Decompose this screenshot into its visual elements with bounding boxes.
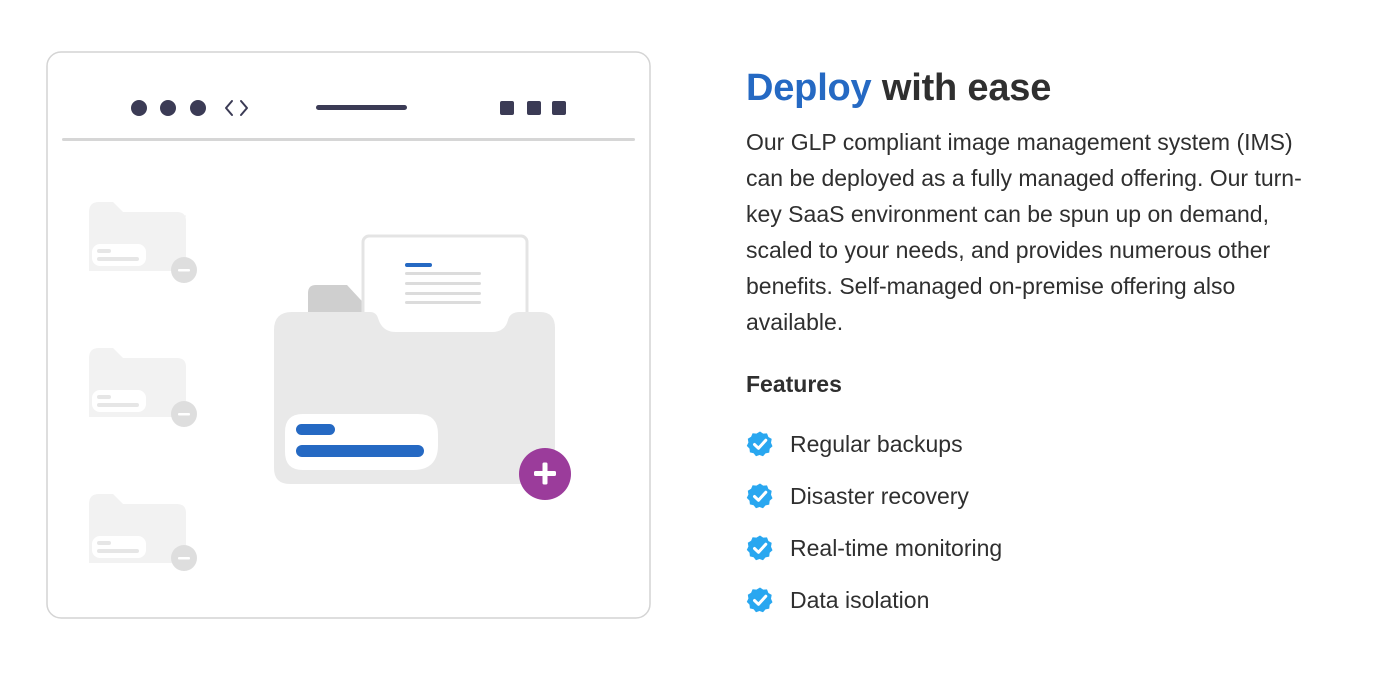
window-squares-icon bbox=[500, 101, 566, 115]
feature-label: Disaster recovery bbox=[790, 482, 969, 509]
large-folder-icon bbox=[274, 234, 555, 484]
section-heading: Deploy with ease bbox=[746, 62, 1346, 114]
feature-label: Real-time monitoring bbox=[790, 534, 1003, 561]
deploy-illustration bbox=[0, 0, 700, 671]
content-section: Deploy with ease Our GLP compliant image… bbox=[746, 62, 1346, 626]
feature-item-regular-backups: Regular backups bbox=[746, 418, 1346, 470]
check-circle-icon bbox=[746, 483, 773, 509]
features-list: Regular backups Disaster recovery Real-t… bbox=[746, 418, 1346, 626]
feature-label: Regular backups bbox=[790, 430, 963, 457]
address-bar-line bbox=[316, 105, 407, 110]
window-dots-icon bbox=[131, 100, 206, 116]
small-folder-icon bbox=[89, 348, 197, 427]
check-circle-icon bbox=[746, 587, 773, 613]
add-plus-icon bbox=[519, 448, 571, 500]
check-circle-icon bbox=[746, 535, 773, 561]
code-chevrons-icon bbox=[225, 100, 248, 116]
feature-item-data-isolation: Data isolation bbox=[746, 574, 1346, 626]
heading-rest: with ease bbox=[881, 67, 1052, 109]
feature-item-real-time-monitoring: Real-time monitoring bbox=[746, 522, 1346, 574]
feature-label: Data isolation bbox=[790, 586, 930, 613]
check-circle-icon bbox=[746, 431, 773, 457]
small-folder-icon bbox=[89, 202, 197, 283]
feature-item-disaster-recovery: Disaster recovery bbox=[746, 470, 1346, 522]
small-folder-icon bbox=[89, 494, 197, 571]
heading-accent: Deploy bbox=[746, 67, 872, 109]
section-description: Our GLP compliant image management syste… bbox=[746, 129, 1302, 335]
window-divider bbox=[62, 138, 635, 141]
features-title: Features bbox=[746, 371, 842, 397]
